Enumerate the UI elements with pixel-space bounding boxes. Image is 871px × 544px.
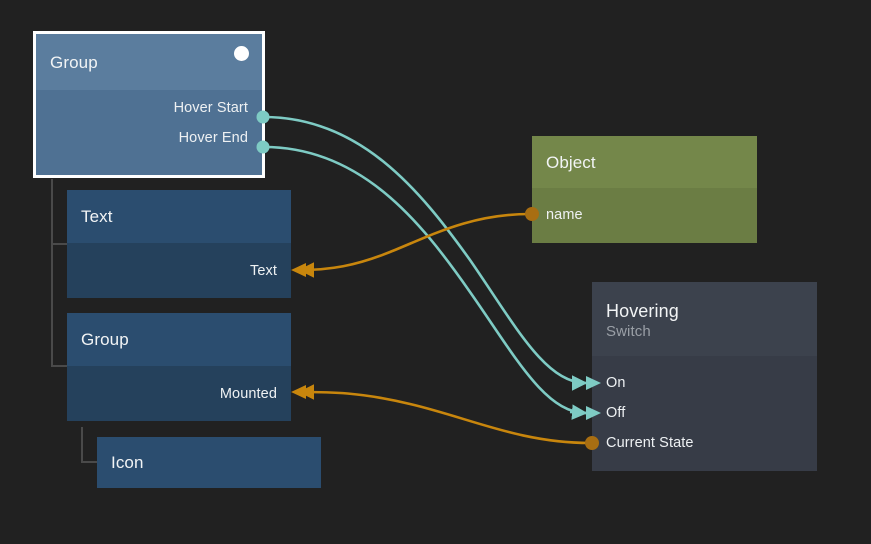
- node-hovering-body: Hovering Switch On Off Current State: [592, 282, 817, 471]
- port-mounted-label: Mounted: [219, 386, 277, 402]
- node-hovering-subtitle: Switch: [606, 323, 651, 340]
- port-arrow-text-value[interactable]: [291, 263, 306, 277]
- port-off[interactable]: Off: [606, 402, 625, 424]
- node-group-child-title: Group: [81, 330, 129, 349]
- edge-name-to-text: [298, 212, 531, 278]
- port-hover-start-label: Hover Start: [173, 100, 248, 116]
- node-text-title: Text: [81, 207, 113, 226]
- node-object-ports: name: [532, 188, 757, 243]
- port-current-state[interactable]: Current State: [606, 432, 694, 454]
- node-group-root[interactable]: Group Hover Start Hover End: [33, 31, 265, 178]
- edge-hover-end-to-off-head: [569, 404, 588, 420]
- node-object-title: Object: [546, 152, 596, 172]
- node-group-child-ports: Mounted: [67, 366, 291, 421]
- node-icon-title: Icon: [111, 453, 144, 472]
- port-on-label: On: [606, 375, 626, 391]
- port-name-label: name: [546, 207, 583, 223]
- node-object-body: Object name: [532, 136, 757, 243]
- node-hovering-header: Hovering Switch: [592, 282, 817, 356]
- node-group-root-body: Group Hover Start Hover End: [36, 34, 262, 175]
- port-off-label: Off: [606, 405, 626, 421]
- port-name[interactable]: name: [546, 204, 583, 226]
- selection-border: [33, 31, 265, 178]
- node-icon-header: Icon: [97, 437, 321, 488]
- edge-current-state-to-mounted: [298, 384, 591, 445]
- node-group-root-ports: Hover Start Hover End: [36, 90, 262, 175]
- selection-dot-icon[interactable]: [234, 46, 249, 61]
- node-group-root-title: Group: [50, 52, 98, 72]
- node-group-child-body: Group Mounted: [67, 313, 291, 421]
- tree-line-vertical-icon: [81, 427, 83, 463]
- port-text-value-label: Text: [250, 263, 277, 279]
- node-group-root-header: Group: [36, 34, 262, 90]
- node-icon-body: Icon: [97, 437, 321, 488]
- node-group-child-header: Group: [67, 313, 291, 366]
- port-text-value[interactable]: Text: [250, 260, 277, 282]
- port-hover-start[interactable]: Hover Start: [174, 97, 248, 119]
- node-icon[interactable]: Icon: [97, 437, 321, 488]
- node-object-header: Object: [532, 136, 757, 188]
- tree-line-branch-icon: [81, 461, 97, 463]
- port-hover-end-label: Hover End: [178, 130, 248, 146]
- node-hovering-ports: On Off Current State: [592, 356, 817, 471]
- node-hovering[interactable]: Hovering Switch On Off Current State: [592, 282, 817, 471]
- node-text[interactable]: Text Text: [67, 190, 291, 298]
- node-hovering-title: Hovering: [606, 301, 679, 321]
- tree-line-vertical-main: [51, 179, 53, 367]
- port-on[interactable]: On: [606, 372, 626, 394]
- port-current-state-label: Current State: [606, 435, 694, 451]
- tree-line-branch-text: [51, 243, 67, 245]
- node-text-ports: Text: [67, 243, 291, 298]
- port-hover-end[interactable]: Hover End: [179, 127, 248, 149]
- node-object[interactable]: Object name: [532, 136, 757, 243]
- port-mounted[interactable]: Mounted: [220, 383, 277, 405]
- node-text-header: Text: [67, 190, 291, 243]
- node-text-body: Text Text: [67, 190, 291, 298]
- node-group-child[interactable]: Group Mounted: [67, 313, 291, 421]
- port-arrow-mounted[interactable]: [291, 385, 306, 399]
- tree-line-branch-group2: [51, 365, 67, 367]
